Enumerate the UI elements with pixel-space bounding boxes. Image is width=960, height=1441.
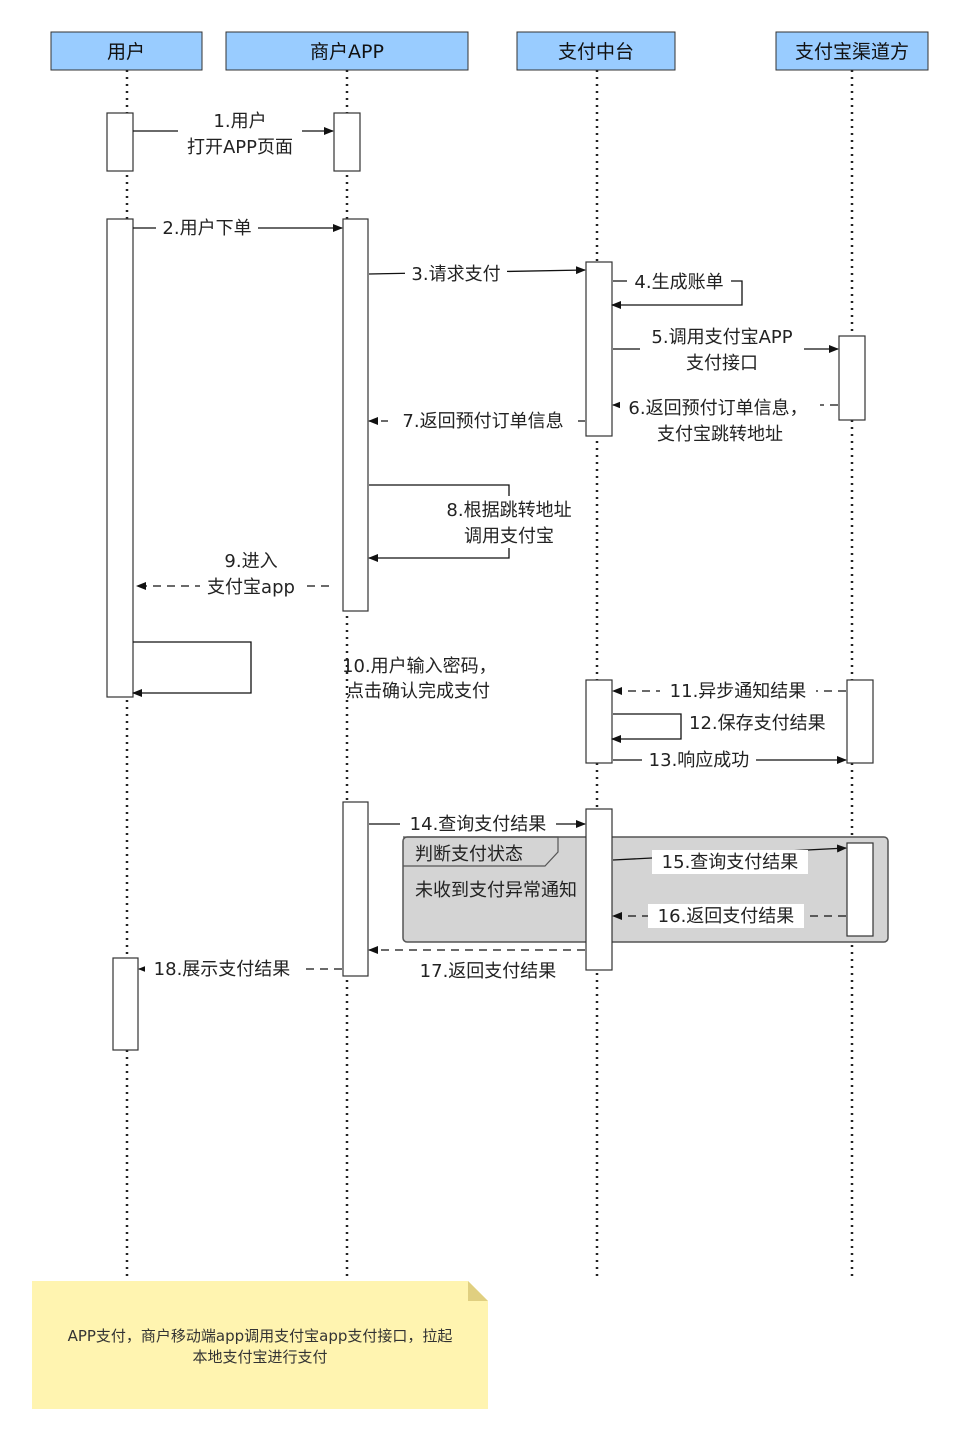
activation-user-1: [106, 112, 134, 172]
message-12-label: 12.保存支付结果: [689, 713, 826, 734]
activation-app-3: [342, 801, 369, 977]
message-11-async-notify: 11.异步通知结果: [612, 679, 846, 703]
participant-merchant-app-label: 商户APP: [310, 41, 384, 63]
participant-user-label: 用户: [107, 41, 145, 63]
message-8-label-line1: 8.根据跳转地址: [446, 500, 571, 521]
activation-platform-3: [585, 808, 613, 971]
note-line-1: APP支付，商户移动端app调用支付宝app支付接口，拉起: [68, 1327, 453, 1345]
message-1-label-line2: 打开APP页面: [187, 137, 293, 158]
message-3-request-payment: 3.请求支付: [368, 262, 586, 286]
message-17-return-result: 17.返回支付结果: [368, 946, 585, 982]
message-9-label-line1: 9.进入: [224, 551, 277, 572]
message-1-open-app: 1.用户 打开APP页面: [133, 110, 334, 158]
message-16-label: 16.返回支付结果: [658, 906, 795, 927]
message-18-show-result: 18.展示支付结果: [138, 957, 342, 981]
message-8-label-line2: 调用支付宝: [464, 526, 554, 547]
message-3-label: 3.请求支付: [411, 264, 500, 285]
activation-user-2: [106, 218, 134, 698]
participant-alipay-channel: 支付宝渠道方: [775, 31, 929, 71]
message-15-query-result: 15.查询支付结果: [612, 844, 847, 874]
message-16-return-result: 16.返回支付结果: [612, 904, 846, 928]
message-18-label: 18.展示支付结果: [154, 959, 291, 980]
message-8-invoke-alipay: 8.根据跳转地址 调用支付宝: [368, 484, 582, 562]
message-5-label-line1: 5.调用支付宝APP: [651, 327, 792, 348]
activation-alipay-3: [846, 842, 874, 937]
note-line-2: 本地支付宝进行支付: [192, 1348, 327, 1366]
participant-alipay-channel-label: 支付宝渠道方: [795, 41, 909, 63]
message-4-label: 4.生成账单: [634, 272, 723, 293]
participant-payment-platform-label: 支付中台: [558, 41, 634, 63]
message-14-query-result: 14.查询支付结果: [369, 812, 586, 836]
message-13-label: 13.响应成功: [649, 750, 750, 771]
message-17-label: 17.返回支付结果: [420, 961, 557, 982]
message-10-label-line1: 10.用户输入密码，: [342, 656, 497, 677]
activation-platform-2: [585, 679, 613, 764]
participant-payment-platform: 支付中台: [516, 31, 676, 71]
activation-app-2: [342, 218, 369, 612]
activation-alipay-2: [846, 679, 874, 764]
activation-alipay-1: [838, 335, 866, 421]
message-2-label: 2.用户下单: [162, 218, 251, 239]
message-7-label: 7.返回预付订单信息: [402, 411, 563, 432]
fragment-label: 判断支付状态: [415, 844, 523, 865]
message-10-label-line2: 点击确认完成支付: [346, 681, 490, 702]
fragment-check-status: 判断支付状态 未收到支付异常通知: [402, 836, 889, 943]
message-11-label: 11.异步通知结果: [670, 681, 807, 702]
message-6-label-line2: 支付宝跳转地址: [657, 424, 783, 445]
participant-merchant-app: 商户APP: [225, 31, 469, 71]
message-14-label: 14.查询支付结果: [410, 814, 547, 835]
message-9-label-line2: 支付宝app: [207, 577, 295, 598]
message-5-label-line2: 支付接口: [686, 353, 758, 374]
message-1-label-line1: 1.用户: [213, 111, 266, 132]
message-9-enter-alipay: 9.进入 支付宝app: [136, 549, 329, 599]
message-5-call-alipay: 5.调用支付宝APP 支付接口: [613, 323, 839, 374]
message-10-enter-password: 10.用户输入密码， 点击确认完成支付: [132, 641, 497, 702]
message-15-label: 15.查询支付结果: [662, 852, 799, 873]
fragment-condition: 未收到支付异常通知: [415, 880, 577, 901]
note-app-payment: APP支付，商户移动端app调用支付宝app支付接口，拉起 本地支付宝进行支付: [32, 1281, 488, 1409]
participant-user: 用户: [50, 31, 203, 71]
activation-platform-1: [585, 261, 613, 437]
message-12-save-result: 12.保存支付结果: [611, 713, 826, 743]
activation-app-1: [333, 112, 361, 172]
activation-user-3: [112, 957, 139, 1051]
message-2-place-order: 2.用户下单: [133, 216, 343, 240]
message-6-label-line1: 6.返回预付订单信息，: [628, 398, 807, 419]
message-7-return-prepay-info: 7.返回预付订单信息: [368, 409, 585, 433]
message-6-return-prepay: 6.返回预付订单信息， 支付宝跳转地址: [612, 394, 838, 446]
message-4-generate-bill: 4.生成账单: [611, 270, 743, 309]
message-13-respond-success: 13.响应成功: [613, 748, 847, 772]
